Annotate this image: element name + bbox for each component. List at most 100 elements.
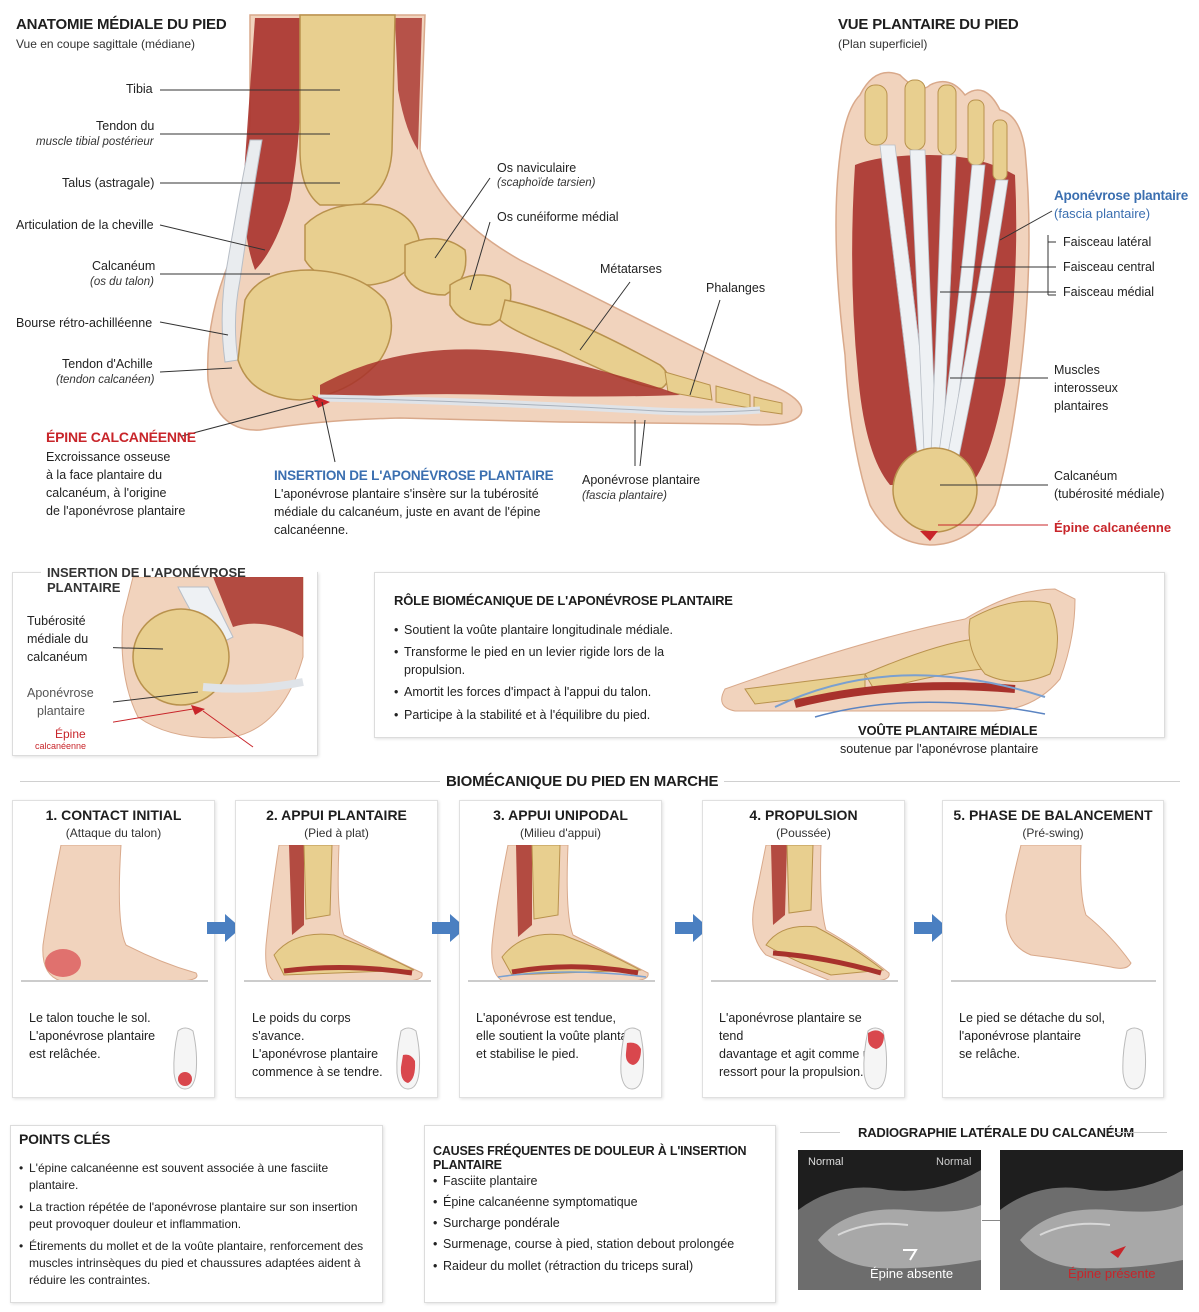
stage-desc-line: L'aponévrose est tendue, bbox=[476, 1011, 616, 1025]
stage-subtitle: (Pied à plat) bbox=[304, 826, 369, 840]
role-item: Transforme le pied en un levier rigide l… bbox=[394, 643, 724, 679]
epine-desc-1: Excroissance osseuse bbox=[46, 450, 171, 464]
plantar-central: Faisceau central bbox=[1063, 260, 1155, 274]
stage-desc-line: Le talon touche le sol. bbox=[29, 1011, 151, 1025]
stage-subtitle: (Milieu d'appui) bbox=[520, 826, 601, 840]
insertion-box-tub-2: médiale du bbox=[27, 632, 89, 646]
medial-subtitle: Vue en coupe sagittale (médiane) bbox=[16, 37, 196, 51]
stage-desc-line: Le poids du corps s'avance. bbox=[252, 1011, 351, 1044]
insertion-box-apo-1: Aponévrose bbox=[27, 686, 94, 700]
stage-desc-line: L'aponévrose plantaire bbox=[29, 1029, 156, 1044]
xray-absent-label: Épine absente bbox=[870, 1266, 954, 1281]
role-item: Amortit les forces d'impact à l'appui du… bbox=[394, 683, 724, 701]
label-naviculaire-sub: (scaphoïde tarsien) bbox=[497, 177, 596, 189]
xray-connector bbox=[982, 1220, 1000, 1221]
stage-title: 4. PROPULSION bbox=[749, 807, 858, 823]
insertion-desc-1: L'aponévrose plantaire s'insère sur la t… bbox=[274, 487, 539, 501]
insertion-box: INSERTION DE L'APONÉVROSE PLANTAIRE Tubé… bbox=[12, 565, 318, 756]
gait-title: BIOMÉCANIQUE DU PIED EN MARCHE bbox=[440, 773, 725, 790]
radio-rule-left bbox=[800, 1132, 840, 1133]
points-list: L'épine calcanéenne est souvent associée… bbox=[19, 1160, 377, 1294]
label-bourse: Bourse rétro-achilléenne bbox=[16, 316, 153, 330]
points-box: POINTS CLÉS L'épine calcanéenne est souv… bbox=[10, 1125, 383, 1303]
label-achille-sub: (tendon calcanéen) bbox=[56, 374, 155, 386]
xray-normal-label-1: Normal bbox=[808, 1156, 844, 1168]
insertion-box-apo-2: plantaire bbox=[37, 704, 85, 718]
label-tendon-tibial-1: Tendon du bbox=[96, 119, 155, 133]
role-list: Soutient la voûte plantaire longitudinal… bbox=[394, 621, 724, 728]
plantar-apo-sub: (fascia plantaire) bbox=[1054, 206, 1151, 221]
gait-stage-3: 3. APPUI UNIPODAL (Milieu d'appui) L'apo… bbox=[459, 800, 662, 1098]
causes-item: Surcharge pondérale bbox=[433, 1214, 763, 1232]
radio-title: RADIOGRAPHIE LATÉRALE DU CALCANÉUM bbox=[858, 1125, 1135, 1140]
stage-desc-line: ressort pour la propulsion. bbox=[719, 1065, 864, 1080]
stage-desc-line: Le pied se détache du sol, bbox=[959, 1011, 1105, 1025]
label-cuneiforme: Os cunéiforme médial bbox=[497, 210, 619, 224]
insertion-box-epine-2: calcanéenne bbox=[35, 741, 87, 751]
xray-spur-image bbox=[1000, 1170, 1183, 1290]
plantar-medial: Faisceau médial bbox=[1063, 285, 1155, 299]
arrow-right-icon bbox=[914, 914, 948, 942]
xray-normal-image bbox=[798, 1170, 981, 1290]
plantar-subtitle: (Plan superficiel) bbox=[838, 37, 928, 51]
label-tendon-tibial-2: muscle tibial postérieur bbox=[36, 136, 154, 148]
medial-title: ANATOMIE MÉDIALE DU PIED bbox=[16, 16, 227, 33]
stage-foot-illustration bbox=[711, 845, 898, 982]
stage-description: Le poids du corps s'avance. L'aponévrose… bbox=[252, 1009, 392, 1082]
stage-description: L'aponévrose plantaire se tend davantage… bbox=[719, 1009, 889, 1082]
stage-subtitle: (Pré-swing) bbox=[1022, 826, 1084, 840]
stage-title: 3. APPUI UNIPODAL bbox=[493, 807, 628, 823]
plantar-lateral: Faisceau latéral bbox=[1063, 235, 1152, 249]
plantar-title: VUE PLANTAIRE DU PIED bbox=[838, 16, 1019, 33]
gait-stage-2: 2. APPUI PLANTAIRE (Pied à plat) Le poid… bbox=[235, 800, 438, 1098]
footprint-icon bbox=[173, 1027, 198, 1090]
stage-subtitle: (Attaque du talon) bbox=[65, 826, 162, 840]
label-phalanges: Phalanges bbox=[706, 281, 766, 295]
arrow-right-icon bbox=[675, 914, 709, 942]
stage-desc-line: elle soutient la voûte plantaire bbox=[476, 1029, 642, 1044]
stage-foot-illustration bbox=[468, 845, 655, 982]
plantar-calc-1: Calcanéum bbox=[1054, 469, 1118, 483]
footprint-icon bbox=[620, 1027, 645, 1090]
footprint-icon bbox=[863, 1027, 888, 1090]
insertion-title: INSERTION DE L'APONÉVROSE PLANTAIRE bbox=[274, 468, 554, 483]
role-title: RÔLE BIOMÉCANIQUE DE L'APONÉVROSE PLANTA… bbox=[394, 593, 733, 608]
plantar-foot-illustration bbox=[835, 71, 1056, 546]
xray-normal: Normal Normal Épine absente bbox=[798, 1150, 981, 1290]
stage-desc-line: l'aponévrose plantaire bbox=[959, 1029, 1081, 1044]
insertion-box-tub-3: calcanéum bbox=[27, 650, 88, 664]
stage-title: 5. PHASE DE BALANCEMENT bbox=[953, 807, 1153, 823]
gait-stage-1: 1. CONTACT INITIAL (Attaque du talon) Le… bbox=[12, 800, 215, 1098]
stage-desc-line: se relâche. bbox=[959, 1047, 1021, 1062]
causes-item: Fasciite plantaire bbox=[433, 1172, 763, 1190]
role-item: Soutient la voûte plantaire longitudinal… bbox=[394, 621, 724, 639]
plantar-apo-label: Aponévrose plantaire bbox=[1054, 188, 1189, 203]
causes-item: Surmenage, course à pied, station debout… bbox=[433, 1235, 763, 1253]
causes-item: Raideur du mollet (rétraction du triceps… bbox=[433, 1257, 763, 1275]
label-talus: Talus (astragale) bbox=[62, 176, 155, 190]
plantar-muscles-1: Muscles bbox=[1054, 363, 1100, 377]
gait-stage-4: 4. PROPULSION (Poussée) L'aponévrose pla… bbox=[702, 800, 905, 1098]
stage-desc-line: est relâchée. bbox=[29, 1047, 101, 1062]
label-articulation: Articulation de la cheville bbox=[16, 218, 154, 232]
stage-subtitle: (Poussée) bbox=[776, 826, 831, 840]
label-metatarses: Métatarses bbox=[600, 262, 662, 276]
stage-title: 1. CONTACT INITIAL bbox=[45, 807, 182, 823]
stage-description: L'aponévrose est tendue, elle soutient l… bbox=[476, 1009, 646, 1063]
label-naviculaire: Os naviculaire bbox=[497, 161, 577, 175]
causes-item: Épine calcanéenne symptomatique bbox=[433, 1193, 763, 1211]
label-tibia: Tibia bbox=[126, 82, 153, 96]
voute-sub: soutenue par l'aponévrose plantaire bbox=[840, 742, 1039, 756]
label-aponevrose: Aponévrose plantaire bbox=[582, 473, 701, 487]
xray-normal-label-2: Normal bbox=[936, 1156, 972, 1168]
xray-spur: Épine présente bbox=[1000, 1150, 1183, 1290]
causes-list: Fasciite plantaire Épine calcanéenne sym… bbox=[433, 1172, 763, 1278]
insertion-desc-3: calcanéenne. bbox=[274, 523, 349, 537]
stage-description: Le talon touche le sol. L'aponévrose pla… bbox=[29, 1009, 169, 1063]
radio-rule-right bbox=[1112, 1132, 1167, 1133]
insertion-closeup-illustration bbox=[113, 577, 304, 748]
plantar-epine: Épine calcanéenne bbox=[1054, 520, 1172, 535]
stage-title: 2. APPUI PLANTAIRE bbox=[266, 807, 407, 823]
points-item: L'épine calcanéenne est souvent associée… bbox=[19, 1160, 377, 1195]
plantar-muscles-2: interosseux bbox=[1054, 381, 1118, 395]
